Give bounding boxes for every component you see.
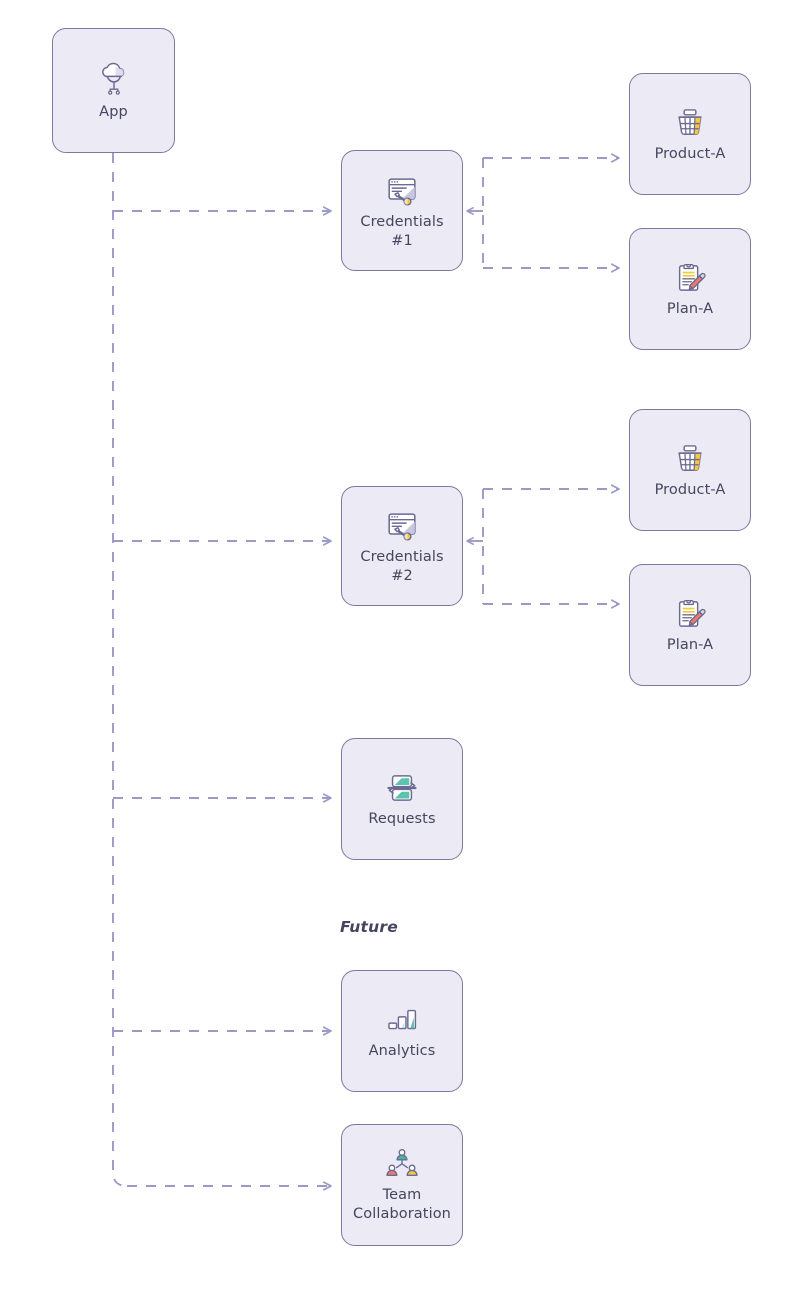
bar-chart-icon — [384, 1002, 420, 1038]
node-label: Product-A — [654, 145, 726, 162]
node-product-a-1[interactable]: Product-A — [629, 73, 751, 195]
node-app[interactable]: App — [52, 28, 175, 153]
cloud-network-icon — [94, 59, 134, 99]
node-label: Product-A — [654, 481, 726, 498]
node-label: Analytics — [368, 1042, 436, 1059]
node-label: Requests — [368, 810, 436, 827]
node-plan-a-2[interactable]: Plan-A — [629, 564, 751, 686]
node-requests[interactable]: Requests — [341, 738, 463, 860]
clipboard-pencil-icon — [672, 596, 708, 632]
node-label: Credentials #1 — [360, 213, 444, 249]
node-label: Team Collaboration — [353, 1187, 451, 1222]
browser-key-icon — [383, 171, 421, 209]
node-credentials-2[interactable]: Credentials #2 — [341, 486, 463, 606]
people-group-icon — [384, 1146, 420, 1182]
node-analytics[interactable]: Analytics — [341, 970, 463, 1092]
node-team-collaboration[interactable]: Team Collaboration — [341, 1124, 463, 1246]
section-label-future: Future — [340, 918, 398, 936]
node-label: Plan-A — [666, 300, 714, 317]
browser-key-icon — [383, 506, 421, 544]
clipboard-pencil-icon — [672, 260, 708, 296]
node-plan-a-1[interactable]: Plan-A — [629, 228, 751, 350]
node-label: App — [99, 104, 128, 121]
shopping-basket-icon — [672, 105, 708, 141]
node-credentials-1[interactable]: Credentials #1 — [341, 150, 463, 271]
node-label: Credentials #2 — [360, 549, 444, 584]
node-product-a-2[interactable]: Product-A — [629, 409, 751, 531]
shopping-basket-icon — [672, 441, 708, 477]
node-label: Plan-A — [666, 636, 714, 653]
exchange-arrows-icon — [384, 770, 420, 806]
edge-app-trunk — [112, 153, 128, 1187]
